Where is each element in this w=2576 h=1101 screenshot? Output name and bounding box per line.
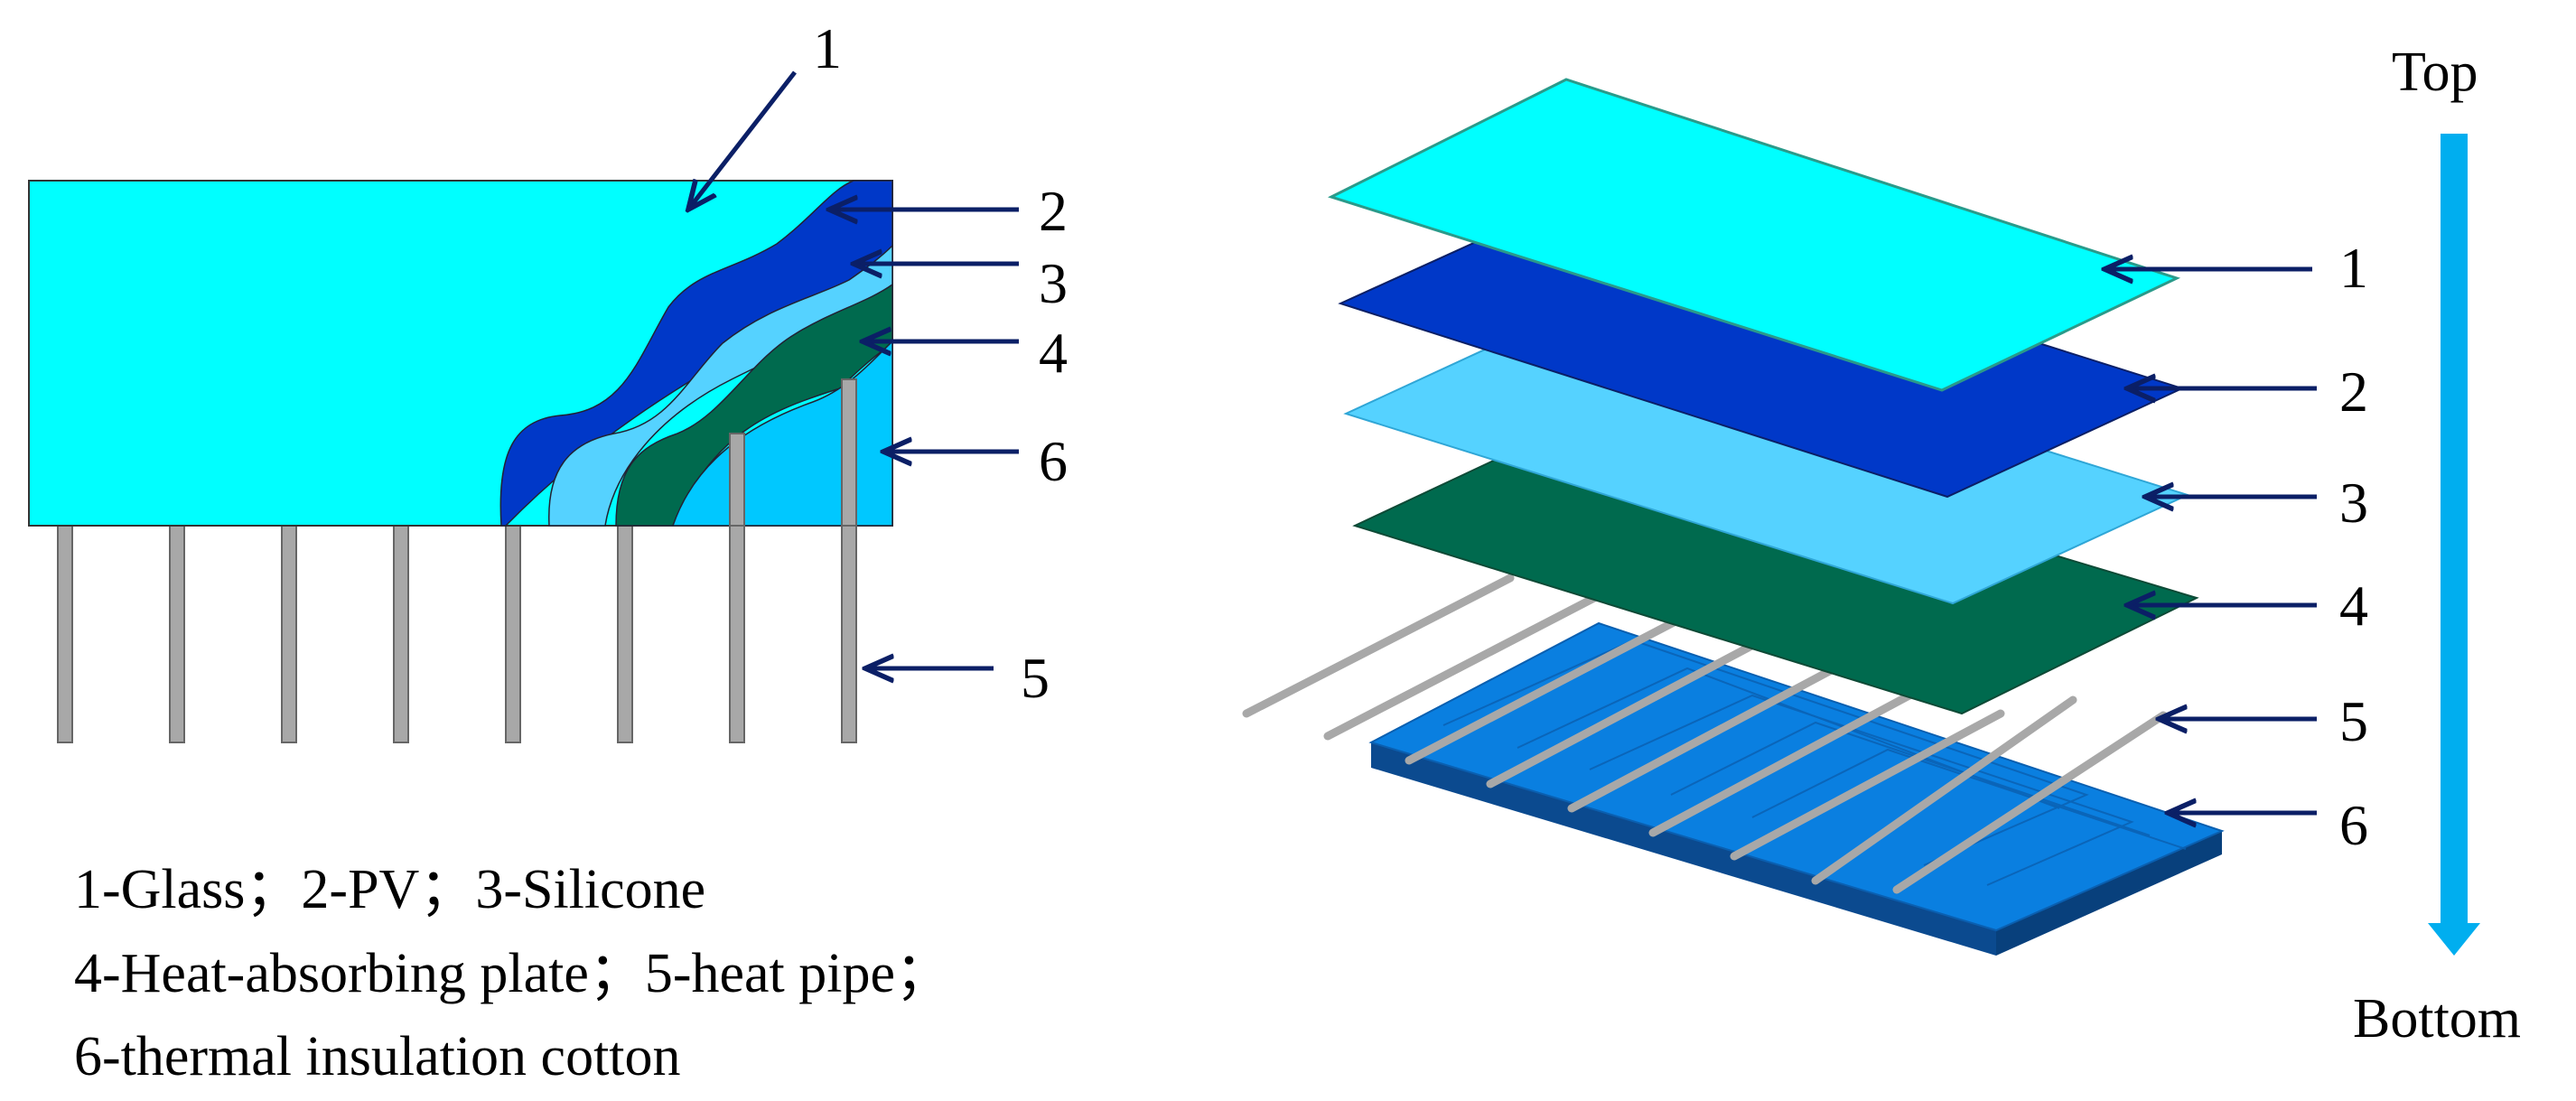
callout-arrows-left — [688, 70, 1019, 668]
heat-pipe — [617, 525, 633, 743]
callout-label: 1 — [813, 16, 842, 80]
callout-label: 6 — [1039, 429, 1068, 493]
legend-line-1: 1-Glass；2-PV；3-Silicone — [74, 859, 705, 920]
heat-pipe — [169, 525, 185, 743]
callout-label: 3 — [1039, 251, 1068, 315]
callout-label: 1 — [2339, 236, 2368, 300]
heat-pipe — [1486, 639, 1761, 788]
heat-pipe — [841, 378, 857, 527]
exploded-glass-layer — [1328, 78, 2181, 392]
insulation-layer — [671, 340, 893, 527]
heat-pipe — [1567, 662, 1843, 813]
heat-pipe — [281, 525, 297, 743]
callout-label: 2 — [1039, 179, 1068, 243]
callout-label: 5 — [2339, 689, 2368, 753]
heat-pipe — [505, 525, 521, 743]
heat-pipe — [1242, 574, 1515, 718]
heat-pipes-exploded — [1242, 574, 2168, 894]
direction-top-label: Top — [2392, 42, 2478, 103]
heat-pipe — [1323, 593, 1599, 741]
exploded-view: 1 2 3 4 5 6 Top Bottom — [1242, 42, 2521, 1050]
direction-indicator: Top Bottom — [2353, 42, 2521, 1050]
legend-line-3: 6-thermal insulation cotton — [74, 1026, 681, 1087]
callout-label: 2 — [2339, 359, 2368, 424]
heat-pipe — [1405, 617, 1680, 765]
direction-arrow-head — [2428, 923, 2480, 956]
direction-arrow-shaft — [2441, 134, 2468, 928]
heat-pipe — [57, 525, 73, 743]
callout-label: 3 — [2339, 471, 2368, 535]
silicone-layer — [548, 244, 893, 527]
cross-section-view: 1 2 3 4 6 5 1-Glass；2-PV；3-Silicone 4-He… — [28, 16, 1068, 1087]
heat-pipe — [1892, 711, 2168, 894]
heat-pipe — [729, 433, 745, 527]
legend-line-2: 4-Heat-absorbing plate；5-heat pipe； — [74, 943, 951, 1004]
callout-label: 6 — [2339, 793, 2368, 857]
heat-pipe — [1730, 709, 2005, 861]
direction-bottom-label: Bottom — [2353, 988, 2521, 1050]
callout-arrows-right — [2105, 269, 2317, 813]
heat-pipe — [1811, 695, 2077, 885]
callout-label: 4 — [1039, 321, 1068, 385]
callout-label: 5 — [1021, 646, 1050, 710]
insulation-box — [1368, 621, 2225, 956]
callout-label: 4 — [2339, 574, 2368, 638]
heat-pipe — [393, 525, 409, 743]
heat-pipe — [1648, 686, 1924, 837]
